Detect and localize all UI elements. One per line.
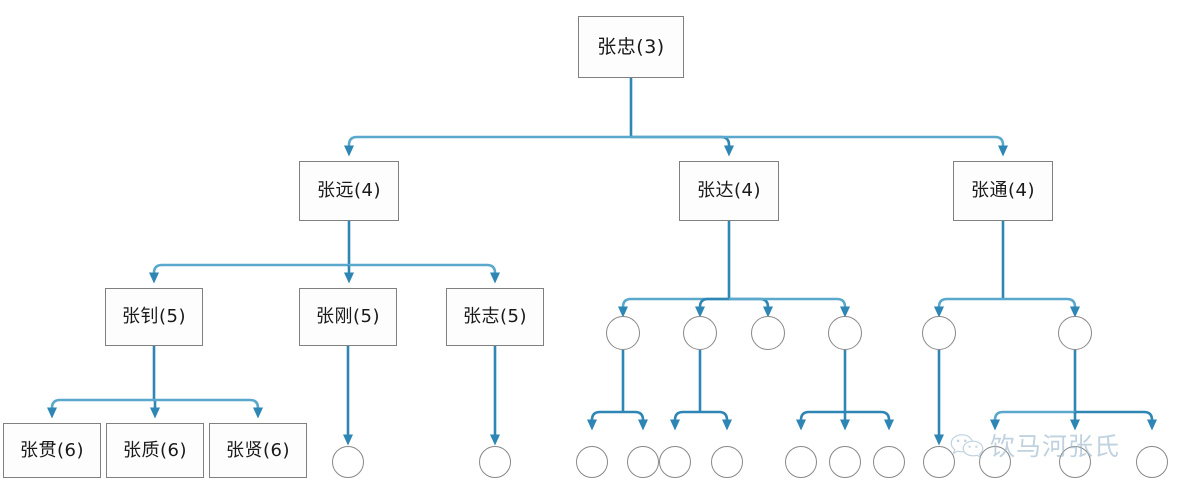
edge-zhangda-to-c1 bbox=[618, 297, 729, 318]
person-node-label: 张质(6) bbox=[123, 439, 187, 461]
edge-ctg2-to-b9 bbox=[990, 410, 1075, 431]
edge-root-to-zhangyuan bbox=[344, 135, 631, 157]
anonymous-node-c_b8[interactable] bbox=[923, 446, 955, 478]
anonymous-node-c_tg1[interactable] bbox=[922, 316, 956, 350]
edge-zhangzhao-to-zhangguan bbox=[47, 398, 154, 419]
person-node-label: 张刚(5) bbox=[316, 306, 380, 327]
anonymous-node-c_da4[interactable] bbox=[828, 316, 862, 350]
edge-zhangtong-to-ct1 bbox=[934, 297, 1003, 318]
anonymous-node-c_b3[interactable] bbox=[659, 446, 691, 478]
person-node-n_yuan[interactable]: 张远(4) bbox=[299, 161, 399, 221]
person-node-n_zhi2[interactable]: 张质(6) bbox=[106, 423, 204, 478]
edge-cda1-to-b1 bbox=[587, 410, 623, 431]
anonymous-node-c_b11[interactable] bbox=[1136, 446, 1168, 478]
anonymous-node-c_b5[interactable] bbox=[785, 446, 817, 478]
edge-zhangzhao-to-zhangxian bbox=[154, 398, 263, 419]
edge-zhangda-to-c4 bbox=[729, 297, 850, 318]
person-node-label: 张忠(3) bbox=[597, 35, 665, 58]
person-node-label: 张志(5) bbox=[463, 306, 527, 327]
anonymous-node-c_b6[interactable] bbox=[829, 446, 861, 478]
person-node-label: 张贯(6) bbox=[20, 439, 84, 461]
edge-root-to-zhangda bbox=[631, 135, 734, 157]
anonymous-node-c_da1[interactable] bbox=[606, 316, 640, 350]
person-node-label: 张钊(5) bbox=[122, 306, 186, 327]
person-node-n_gang[interactable]: 张刚(5) bbox=[299, 288, 397, 346]
person-node-n_tong[interactable]: 张通(4) bbox=[953, 161, 1053, 221]
person-node-n_guan[interactable]: 张贯(6) bbox=[3, 423, 101, 478]
anonymous-node-c_b10[interactable] bbox=[1059, 446, 1091, 478]
edge-zhangda-to-c3 bbox=[729, 297, 773, 318]
person-node-n_zhi[interactable]: 张志(5) bbox=[446, 288, 544, 346]
edge-zhangyuan-to-zhangzhi bbox=[349, 263, 500, 284]
anonymous-node-c_tg2[interactable] bbox=[1058, 316, 1092, 350]
edge-cda4-to-b7 bbox=[845, 410, 894, 431]
person-node-n_root[interactable]: 张忠(3) bbox=[578, 16, 684, 78]
edge-cda2-to-b4 bbox=[700, 410, 732, 431]
edge-zhangda-to-c2 bbox=[695, 297, 729, 318]
anonymous-node-c_b9[interactable] bbox=[979, 446, 1011, 478]
anonymous-node-c_zhi_leaf[interactable] bbox=[479, 446, 511, 478]
anonymous-node-c_b1[interactable] bbox=[576, 446, 608, 478]
edge-zhangzhao-to-zhangzhi2 bbox=[150, 398, 160, 419]
person-node-label: 张远(4) bbox=[317, 180, 381, 201]
person-node-n_xian[interactable]: 张贤(6) bbox=[209, 423, 307, 478]
anonymous-node-c_gang_leaf[interactable] bbox=[332, 446, 364, 478]
anonymous-node-c_b2[interactable] bbox=[627, 446, 659, 478]
anonymous-node-c_da2[interactable] bbox=[683, 316, 717, 350]
anonymous-node-c_b4[interactable] bbox=[711, 446, 743, 478]
edge-cda1-to-b2 bbox=[623, 410, 648, 431]
edge-ctg2-to-b11 bbox=[1075, 410, 1157, 431]
person-node-n_da[interactable]: 张达(4) bbox=[679, 161, 779, 221]
edge-cda2-to-b3 bbox=[670, 410, 700, 431]
person-node-label: 张通(4) bbox=[971, 180, 1035, 201]
edge-zhangtong-to-ct2 bbox=[1003, 297, 1080, 318]
edge-zhangyuan-to-zhangzhao bbox=[149, 263, 349, 284]
person-node-label: 张贤(6) bbox=[226, 439, 290, 461]
anonymous-node-c_b7[interactable] bbox=[873, 446, 905, 478]
anonymous-node-c_da3[interactable] bbox=[751, 316, 785, 350]
edge-cda4-to-b5 bbox=[796, 410, 845, 431]
edge-root-to-zhangtong bbox=[631, 135, 1008, 157]
person-node-n_zhao[interactable]: 张钊(5) bbox=[105, 288, 203, 346]
person-node-label: 张达(4) bbox=[697, 180, 761, 201]
